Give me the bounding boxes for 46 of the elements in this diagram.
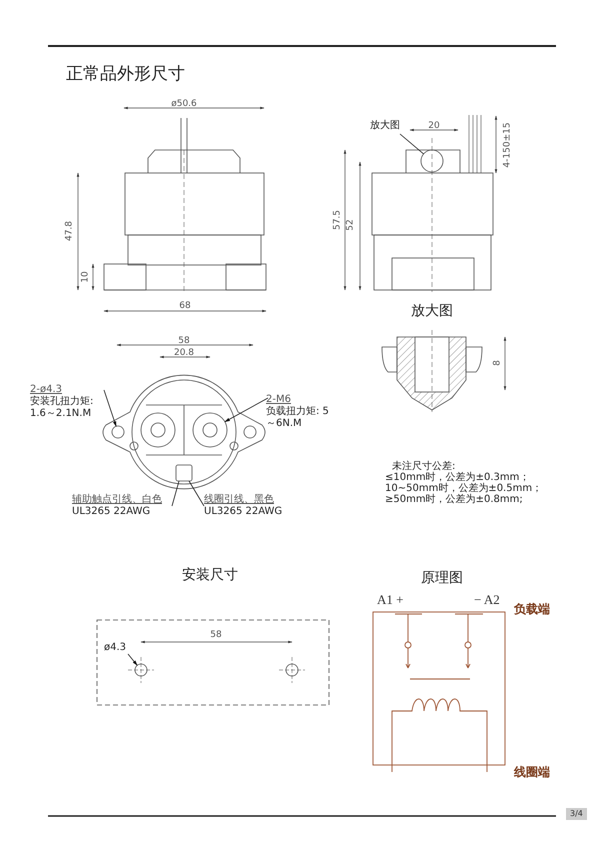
- wire-outlet: [176, 464, 192, 482]
- terminal-group-label: 线圈端: [514, 766, 550, 778]
- leader-line: [104, 390, 116, 427]
- tolerance-note: 未注尺寸公差:: [392, 462, 456, 472]
- dimension-text: 52: [346, 219, 356, 231]
- terminal-label: A1 +: [377, 593, 404, 606]
- dimension-text: 20: [428, 122, 440, 131]
- callout-text: 安装孔扭力矩: 1.6～2.1N.M: [30, 396, 94, 420]
- callout-text: UL3265 22AWG: [204, 506, 284, 518]
- callout-text: UL3265 22AWG: [72, 506, 152, 518]
- leader-line: [128, 654, 138, 666]
- section-heading: 放大图: [411, 304, 453, 318]
- terminal-label: − A2: [474, 593, 500, 606]
- callout-heading: 2-M6: [266, 394, 292, 406]
- leader-line: [400, 134, 424, 154]
- dimension-text: 10: [82, 271, 90, 283]
- section-heading: 原理图: [421, 571, 463, 585]
- dimension-text: 58: [178, 337, 190, 346]
- dimension-text: 57.5: [334, 210, 342, 230]
- leader-line: [172, 480, 180, 506]
- dimension-text: 68: [179, 302, 191, 311]
- page-title: 正常品外形尺寸: [66, 66, 185, 83]
- section-heading: 安装尺寸: [182, 568, 238, 582]
- leader-text: 放大图: [370, 120, 401, 132]
- leader-line: [188, 480, 204, 506]
- tolerance-note: ≥50mm时，公差为±0.8mm;: [385, 495, 523, 505]
- magnify-circle: [420, 150, 444, 172]
- page-number: 3/4: [566, 808, 587, 820]
- tolerance-note: 10~50mm时，公差为±0.5mm；: [385, 484, 542, 494]
- mounting-hole: [134, 664, 148, 676]
- callout-text: 负载扭力矩: 5～6N.M: [266, 406, 330, 430]
- callout-heading: 2-ø4.3: [30, 384, 63, 396]
- dimension-text: 47.8: [66, 220, 74, 242]
- terminal-group-label: 负载端: [514, 603, 550, 615]
- mounting-hole: [112, 426, 124, 438]
- leader-text: ø4.3: [104, 642, 128, 654]
- dimension-text: 58: [210, 631, 222, 640]
- load-terminal: [192, 412, 228, 448]
- dimension-text: ø50.6: [171, 100, 197, 109]
- dimension-text: 20.8: [174, 349, 194, 358]
- leader-line: [224, 398, 268, 422]
- callout-heading: 辅助触点引线、白色: [72, 494, 163, 506]
- dimension-text: 4-150±15: [504, 122, 512, 168]
- tolerance-note: ≤10mm时，公差为±0.3mm；: [385, 473, 530, 483]
- dimension-text: 8: [494, 360, 502, 366]
- callout-heading: 线圈引线、黑色: [204, 494, 275, 506]
